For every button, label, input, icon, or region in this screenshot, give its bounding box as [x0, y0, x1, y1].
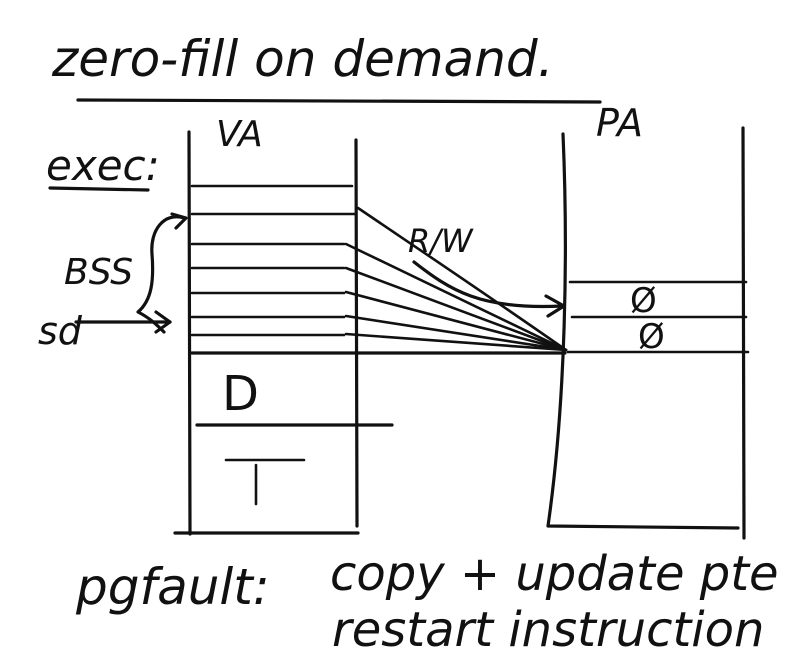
mapping-line	[344, 266, 568, 352]
pgfault-label: pgfault:	[75, 558, 270, 616]
pa-label: PA	[596, 101, 643, 145]
bss-arrow-head	[170, 212, 188, 230]
zero-page-label: Ø	[630, 281, 657, 321]
zero-page-label: Ø	[638, 317, 665, 357]
left-annotations: exec: BSS sd	[38, 141, 188, 353]
pgfault-action-copy: copy + update pte	[330, 546, 779, 602]
va-column: VA	[173, 114, 360, 536]
title-group: zero-fill on demand.	[51, 30, 602, 104]
mapping-line	[344, 242, 568, 352]
bss-label: BSS	[64, 252, 133, 293]
exec-label: exec:	[46, 141, 160, 190]
title-underline	[76, 98, 602, 104]
sd-label: sd	[38, 309, 83, 353]
pa-column: PA Ø Ø	[546, 101, 750, 540]
exec-underline	[48, 186, 150, 192]
sd-arrow-head	[154, 310, 172, 334]
pa-left-edge	[546, 132, 740, 530]
mapping-lines: R/W	[344, 206, 568, 352]
mapping-line	[344, 290, 568, 352]
va-right-edge	[354, 138, 359, 528]
va-page-rows	[190, 184, 567, 355]
pgfault-action-restart: restart instruction	[332, 602, 764, 658]
va-left-edge	[187, 130, 192, 536]
pgfault-notes: pgfault: copy + update pte restart instr…	[75, 546, 779, 658]
rw-arrow	[412, 260, 564, 309]
diagram-title: zero-fill on demand.	[51, 30, 554, 88]
data-segment-label: D	[222, 366, 259, 422]
mapping-line	[356, 206, 568, 352]
va-segments: D	[195, 366, 394, 506]
rw-label: R/W	[408, 222, 474, 260]
pa-right-edge	[741, 126, 746, 540]
va-label: VA	[216, 114, 263, 155]
mapping-line	[344, 314, 568, 352]
mapping-line	[344, 332, 568, 352]
